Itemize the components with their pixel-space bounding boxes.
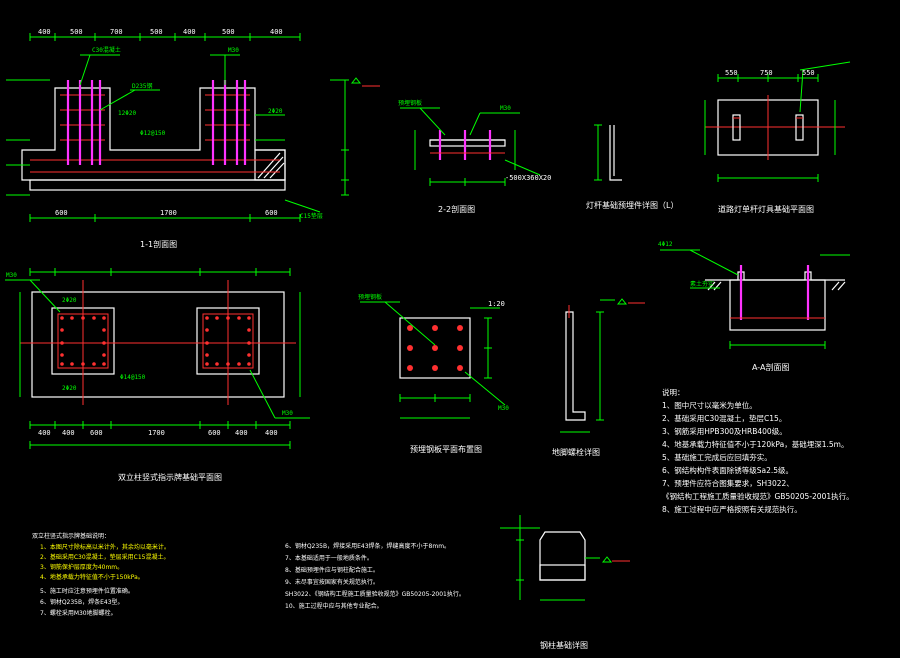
notes-right-3: 3、钢筋采用HPB300及HRB400级。	[662, 426, 787, 436]
notes-left-heading: 双立柱竖式指示牌基础说明：	[32, 532, 110, 540]
notes-left-6: 6、钢材Q235B，焊条E43型。	[40, 598, 124, 606]
dim-plan-g: 400	[265, 429, 278, 437]
title-section-2-2: 2-2剖面图	[438, 204, 475, 214]
title-section-1-1: 1-1剖面图	[140, 239, 177, 249]
dim-bottom-3: 600	[265, 209, 278, 217]
label-plate-spp: 预埋钢板	[358, 293, 382, 301]
notes-right-2: 2、基础采用C30混凝土，垫层C15。	[662, 413, 786, 423]
title-lamp-detail: 灯杆基础预埋件详图（L）	[586, 200, 678, 210]
label-concrete: C30混凝土	[92, 46, 121, 54]
notes-right-5: 5、基础施工完成后应回填夯实。	[662, 452, 772, 462]
label-rebar-bottom: 2Φ20	[62, 385, 77, 392]
notes-middle-2: 7、本基础适用于一般地质条件。	[285, 554, 373, 562]
label-m30-bottom: M30	[282, 410, 293, 417]
label-m30: M30	[228, 47, 239, 54]
dim-top-6: 500	[222, 28, 235, 36]
light-foundation-plan: 550 750 550 道路灯单杆灯具基础平面图	[704, 61, 851, 214]
notes-left: 双立柱竖式指示牌基础说明： 1、本图尺寸除标高以米计外，其余均以毫米计。 2、基…	[32, 532, 170, 617]
notes-left-5: 5、施工时应注意预埋件位置准确。	[40, 587, 134, 595]
notes-left-1: 1、本图尺寸除标高以米计外，其余均以毫米计。	[40, 543, 170, 551]
label-rebar-2: 2Φ20	[268, 108, 283, 115]
label-m30-22: M30	[500, 105, 511, 112]
notes-right-7: 7、预埋件应符合图集要求，SH3022、	[662, 478, 794, 488]
notes-right-8: 《钢结构工程施工质量验收规范》GB50205-2001执行。	[662, 491, 854, 501]
notes-right: 说明： 1、图中尺寸以毫米为单位。 2、基础采用C30混凝土，垫层C15。 3、…	[662, 387, 854, 514]
dim-top-7: 400	[270, 28, 283, 36]
dim-top-4: 500	[150, 28, 163, 36]
label-plate-size: -500X360X20	[505, 174, 551, 182]
notes-middle-1: 6、钢材Q235B，焊接采用E43焊条，焊缝高度不小于8mm。	[285, 542, 450, 550]
section-2-2: 预埋钢板 M30 -500X360X20 2-2剖面图	[398, 99, 551, 214]
notes-right-6: 6、钢结构构件表面除锈等级Sa2.5级。	[662, 465, 793, 475]
title-light-plan: 道路灯单杆灯具基础平面图	[718, 204, 814, 214]
dim-plan-b: 400	[62, 429, 75, 437]
label-plate-22: 预埋钢板	[398, 99, 422, 107]
notes-middle-5: SH3022、《钢结构工程施工质量验收规范》GB50205-2001执行。	[285, 590, 465, 598]
notes-middle-3: 8、基础预埋件应与钢柱配合施工。	[285, 566, 379, 574]
dim-plan-2: 750	[760, 69, 773, 77]
column-base-detail: 钢柱基础详图	[500, 515, 630, 650]
dim-plan-3: 550	[802, 69, 815, 77]
label-stirrup-plan: Φ14@150	[120, 374, 146, 381]
notes-right-1: 1、图中尺寸以毫米为单位。	[662, 400, 757, 410]
dim-top-3: 700	[110, 28, 123, 36]
notes-middle: 6、钢材Q235B，焊接采用E43焊条，焊缝高度不小于8mm。 7、本基础适用于…	[285, 542, 465, 610]
notes-left-3: 3、钢筋保护层厚度为40mm。	[40, 563, 123, 571]
label-rebar-main: 12Φ20	[118, 110, 136, 117]
section-a-a: 4Φ12 素土夯实 A-A剖面图	[658, 241, 850, 372]
dim-plan-d: 1700	[148, 429, 165, 437]
title-anchor-bolt: 地脚螺栓详图	[552, 447, 600, 457]
notes-middle-6: 10、施工过程中应与其他专业配合。	[285, 602, 383, 610]
title-steel-plate-plan: 预埋钢板平面布置图	[410, 444, 482, 454]
label-m30-spp: M30	[498, 405, 509, 412]
title-section-a-a: A-A剖面图	[752, 362, 789, 372]
dim-top-5: 400	[183, 28, 196, 36]
double-pole-plan: M30 2Φ20 2Φ20 Φ14@150 M30 400 400 600 17…	[5, 268, 310, 482]
label-scale: 1:20	[488, 300, 505, 308]
section-1-1: 400 500 700 500 400 500 400	[6, 28, 380, 249]
notes-left-2: 2、基础采用C30混凝土，垫层采用C15混凝土。	[40, 553, 169, 561]
label-m30-top: M30	[6, 272, 17, 279]
dim-top-2: 500	[70, 28, 83, 36]
dim-plan-1: 550	[725, 69, 738, 77]
label-steel: D235钢	[132, 82, 152, 90]
dim-bottom-2: 1700	[160, 209, 177, 217]
notes-middle-4: 9、未尽事宜按国家有关规范执行。	[285, 578, 379, 586]
lamp-pole-detail: 灯杆基础预埋件详图（L）	[586, 124, 678, 210]
dim-plan-c: 600	[90, 429, 103, 437]
anchor-bolt-detail: 地脚螺栓详图	[552, 298, 645, 457]
dim-top-1: 400	[38, 28, 51, 36]
label-rebar-top: 2Φ20	[62, 297, 77, 304]
steel-plate-plan: 预埋钢板 1:20 M30 预埋钢板平面布置图	[358, 293, 509, 454]
label-rebar-aa: 4Φ12	[658, 241, 673, 248]
label-soil: 素土夯实	[690, 280, 714, 288]
notes-right-heading: 说明：	[662, 387, 685, 397]
notes-left-4: 4、地基承载力特征值不小于150kPa。	[40, 573, 144, 581]
dim-plan-f: 400	[235, 429, 248, 437]
dim-plan-e: 600	[208, 429, 221, 437]
dim-bottom-1: 600	[55, 209, 68, 217]
label-stirrup: Φ12@150	[140, 130, 166, 137]
label-cushion: C15垫层	[300, 212, 323, 220]
notes-right-9: 8、施工过程中应严格按照有关规范执行。	[662, 504, 802, 514]
notes-left-7: 7、螺栓采用M30地脚螺栓。	[40, 609, 117, 617]
title-column-base: 钢柱基础详图	[540, 640, 588, 650]
title-double-pole-plan: 双立柱竖式指示牌基础平面图	[118, 472, 222, 482]
dim-plan-a: 400	[38, 429, 51, 437]
notes-right-4: 4、地基承载力特征值不小于120kPa，基础埋深1.5m。	[662, 439, 848, 449]
